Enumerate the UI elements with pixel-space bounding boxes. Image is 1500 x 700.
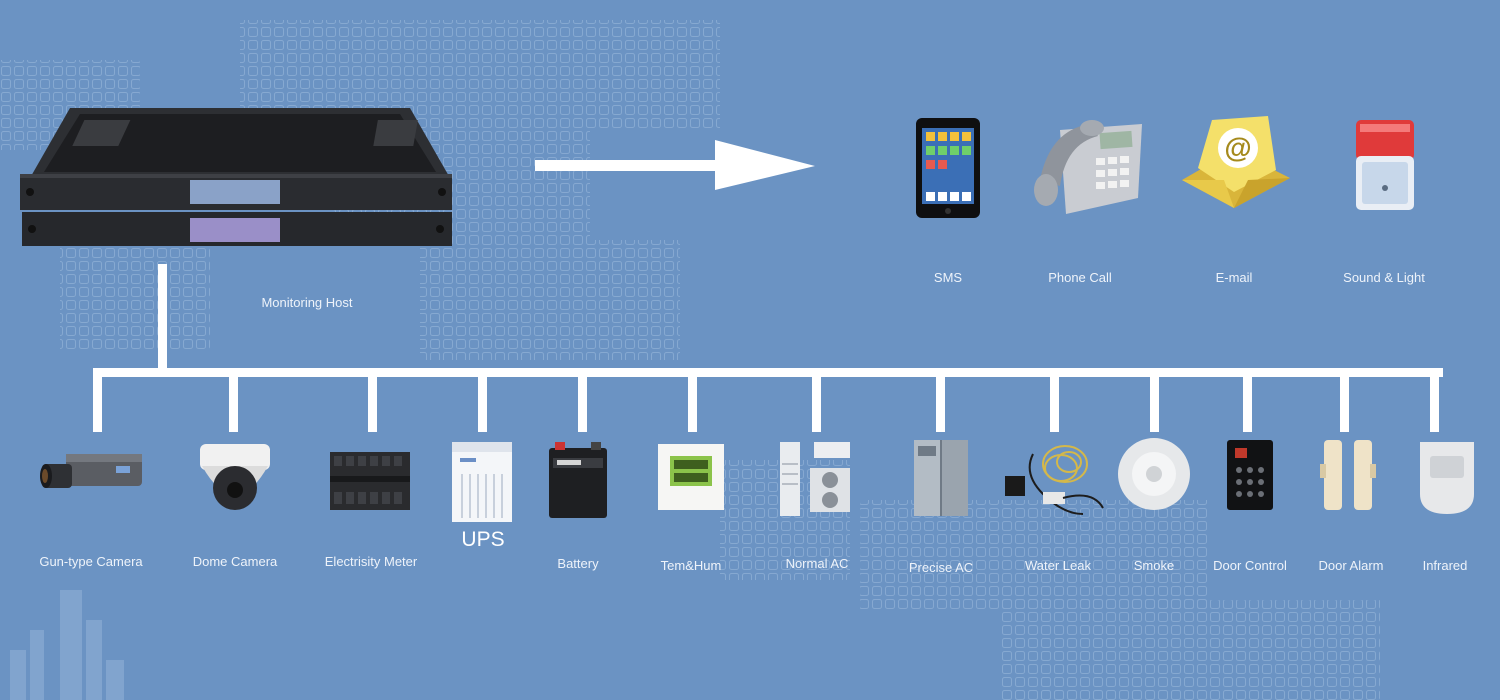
alert-sound-light-label: Sound & Light [1343, 270, 1425, 285]
device-door-alarm: Door Alarm [1296, 434, 1406, 584]
water-leak-sensor-icon [1005, 445, 1104, 515]
device-electricity-meter: Electrisity Meter [316, 434, 426, 584]
device-electricity-meter-label: Electrisity Meter [324, 554, 418, 569]
alert-sound-light: Sound & Light [1314, 110, 1454, 290]
device-precise-ac: Precise AC [886, 434, 996, 584]
alert-sms: SMS [878, 110, 1018, 290]
device-door-control: Door Control [1195, 434, 1305, 584]
city-skyline-decoration [10, 590, 124, 700]
bus-drop-line [93, 372, 102, 432]
bus-drop-line [936, 372, 945, 432]
device-gun-camera-label: Gun-type Camera [39, 554, 143, 569]
alert-email-label: E-mail [1215, 270, 1253, 285]
bus-drop-line [1150, 372, 1159, 432]
device-dome-camera-label: Dome Camera [192, 554, 278, 569]
bus-drop-line [229, 372, 238, 432]
device-ups: UPS [428, 434, 538, 584]
device-smoke-label: Smoke [1133, 558, 1175, 573]
distribution-bus-line [93, 368, 1443, 377]
smartphone-icon [916, 118, 980, 218]
device-temp-hum-label: Tem&Hum [660, 558, 722, 573]
device-gun-camera: Gun-type Camera [36, 434, 146, 584]
device-precise-ac-label: Precise AC [908, 560, 974, 575]
host-connector-line [158, 264, 167, 376]
bus-drop-line [1243, 372, 1252, 432]
air-conditioner-icon [780, 442, 850, 516]
alert-email: @ E-mail [1164, 110, 1304, 290]
bus-drop-line [368, 372, 377, 432]
bus-drop-line [1050, 372, 1059, 432]
device-water-leak-label: Water Leak [1025, 558, 1091, 573]
siren-strobe-icon [1356, 120, 1414, 210]
bus-drop-line [478, 372, 487, 432]
device-door-control-label: Door Control [1213, 558, 1287, 573]
monitoring-host-icon [20, 108, 452, 246]
email-envelope-icon: @ [1182, 116, 1290, 208]
device-infrared-label: Infrared [1422, 558, 1468, 573]
smoke-detector-icon [1118, 438, 1190, 510]
device-infrared: Infrared [1390, 434, 1500, 584]
desk-phone-icon [1034, 120, 1142, 214]
door-alarm-sensor-icon [1320, 440, 1376, 510]
temperature-humidity-sensor-icon [658, 444, 724, 510]
dome-camera-icon [200, 444, 270, 510]
bus-drop-line [812, 372, 821, 432]
precision-ac-icon [914, 440, 968, 516]
device-water-leak: Water Leak [1003, 434, 1113, 584]
bus-drop-line [1430, 372, 1439, 432]
device-battery-label: Battery [557, 556, 599, 571]
device-door-alarm-label: Door Alarm [1318, 558, 1384, 573]
device-temp-hum: Tem&Hum [636, 434, 746, 584]
device-normal-ac: Normal AC [762, 434, 872, 584]
device-smoke: Smoke [1099, 434, 1209, 584]
device-battery: Battery [523, 434, 633, 584]
ups-icon [452, 442, 512, 522]
bus-drop-line [688, 372, 697, 432]
infrared-sensor-icon [1420, 442, 1474, 514]
alert-phone-call-label: Phone Call [1048, 270, 1112, 285]
device-dome-camera: Dome Camera [180, 434, 290, 584]
alert-sms-label: SMS [933, 270, 963, 285]
battery-icon [549, 442, 607, 518]
svg-text:@: @ [1224, 132, 1251, 163]
electricity-meter-icon [330, 452, 410, 510]
device-ups-label: UPS [461, 528, 505, 551]
alert-phone-call: Phone Call [1010, 110, 1150, 290]
right-arrow-icon [535, 140, 815, 190]
monitoring-host-label: Monitoring Host [261, 295, 353, 310]
device-normal-ac-label: Normal AC [785, 556, 849, 571]
gun-camera-icon [40, 454, 142, 488]
bus-drop-line [578, 372, 587, 432]
bus-drop-line [1340, 372, 1349, 432]
door-control-keypad-icon [1227, 440, 1273, 510]
